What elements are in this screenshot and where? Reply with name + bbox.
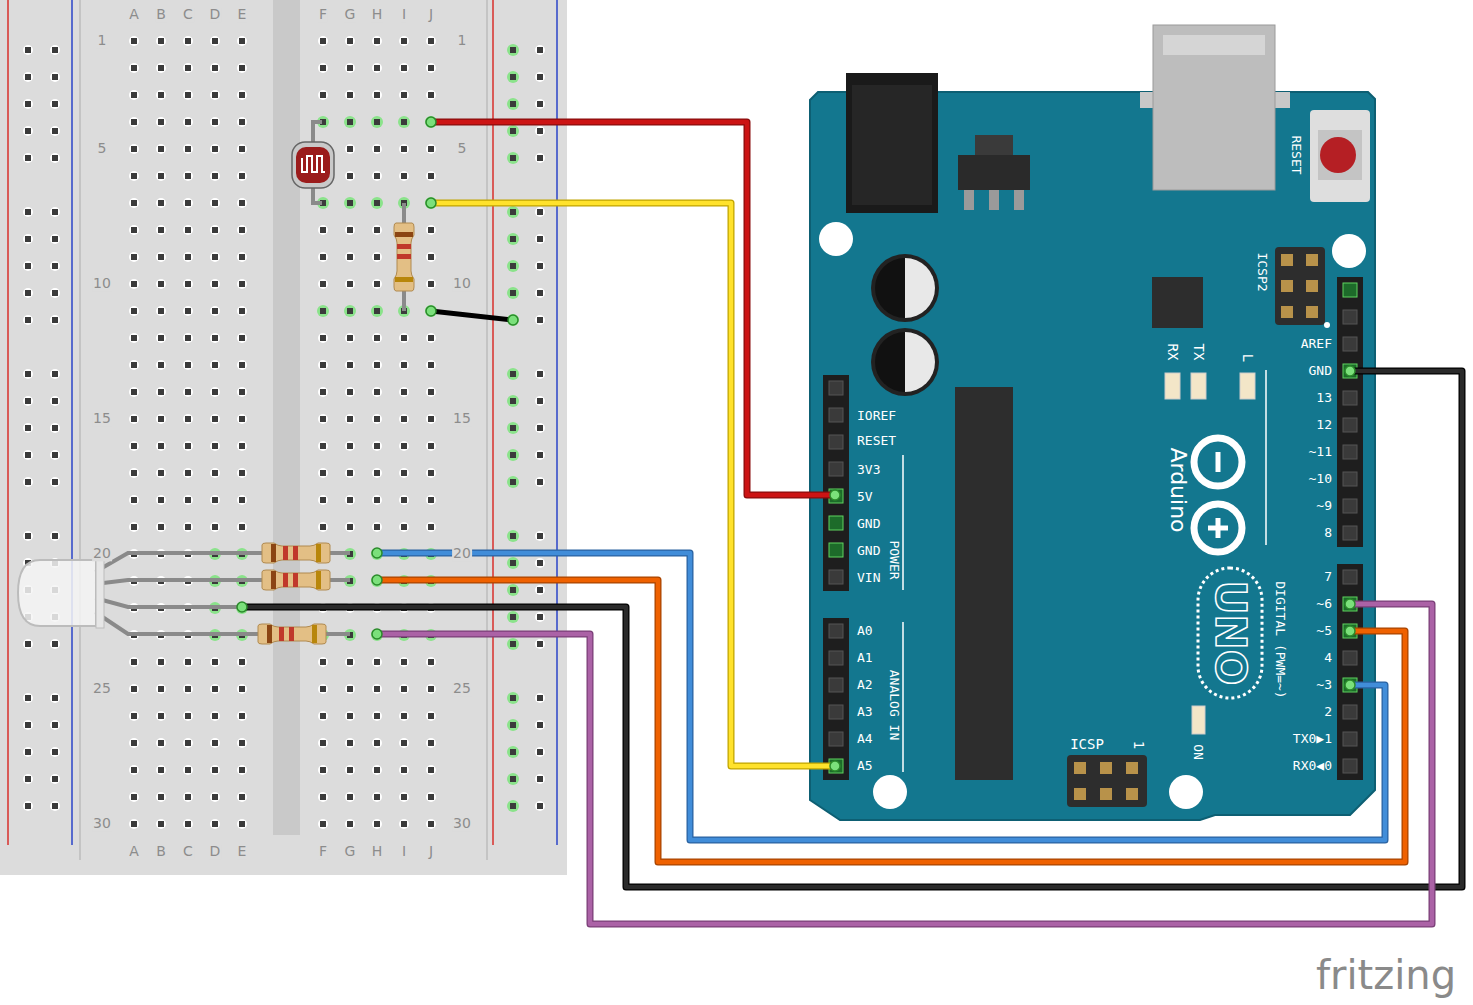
pin-label: GND xyxy=(1309,364,1332,378)
breadboard-label: I xyxy=(401,7,407,22)
breadboard-label: F xyxy=(318,7,328,22)
breadboard-label: B xyxy=(155,7,167,22)
breadboard-label: 30 xyxy=(92,816,112,831)
led-label: RX xyxy=(1164,344,1179,361)
breadboard-label: A xyxy=(128,844,140,859)
breadboard-label: E xyxy=(237,844,248,859)
breadboard-label: A xyxy=(128,7,140,22)
section-label: ANALOG IN xyxy=(887,670,901,740)
pin-label: A3 xyxy=(857,705,873,719)
breadboard-label: 15 xyxy=(92,411,112,426)
header-label: ICSP2 xyxy=(1255,252,1269,291)
breadboard-label: H xyxy=(371,7,384,22)
pin-label: RX0◀0 xyxy=(1293,759,1332,773)
breadboard-label: 15 xyxy=(452,411,472,426)
breadboard-label: I xyxy=(401,844,407,859)
led-label: ON xyxy=(1191,744,1205,760)
pin-label: A2 xyxy=(857,678,873,692)
breadboard-label: 10 xyxy=(452,276,472,291)
pin-label: GND xyxy=(857,544,880,558)
pin-label: ~10 xyxy=(1309,472,1332,486)
breadboard-label: D xyxy=(209,7,222,22)
breadboard-label: C xyxy=(182,844,194,859)
button-label: RESET xyxy=(1289,135,1303,174)
model-name: UNO xyxy=(1207,581,1253,686)
section-label: POWER xyxy=(887,540,901,579)
led-label: TX xyxy=(1190,344,1205,361)
breadboard-label: G xyxy=(344,7,357,22)
breadboard-label: J xyxy=(428,7,434,22)
header-label: ICSP xyxy=(1070,737,1104,752)
breadboard-label: J xyxy=(428,844,434,859)
led-label: L xyxy=(1239,354,1254,362)
breadboard-label: B xyxy=(155,844,167,859)
pin-label: 3V3 xyxy=(857,463,880,477)
pin-label: A1 xyxy=(857,651,873,665)
pin-label: VIN xyxy=(857,571,880,585)
breadboard-label: 1 xyxy=(97,33,108,48)
pin-label: A5 xyxy=(857,759,873,773)
pin-label: A4 xyxy=(857,732,873,746)
breadboard-label: 1 xyxy=(457,33,468,48)
breadboard-label: E xyxy=(237,7,248,22)
pin-label: AREF xyxy=(1301,337,1332,351)
pin-number: 1 xyxy=(1130,741,1145,749)
breadboard-label: 5 xyxy=(457,141,468,156)
pin-label: ~6 xyxy=(1316,597,1332,611)
pin-label: RESET xyxy=(857,434,896,448)
breadboard-label: 5 xyxy=(97,141,108,156)
pin-label: ~5 xyxy=(1316,624,1332,638)
pin-label: TX0▶1 xyxy=(1293,732,1332,746)
breadboard-label: G xyxy=(344,844,357,859)
pin-label: 13 xyxy=(1316,391,1332,405)
breadboard-label: H xyxy=(371,844,384,859)
pin-label: GND xyxy=(857,517,880,531)
pin-label: 7 xyxy=(1324,570,1332,584)
pin-label: 4 xyxy=(1324,651,1332,665)
pin-label: ~3 xyxy=(1316,678,1332,692)
breadboard-label: F xyxy=(318,844,328,859)
pin-label: ~11 xyxy=(1309,445,1332,459)
watermark: fritzing xyxy=(1316,953,1456,997)
breadboard-label: 10 xyxy=(92,276,112,291)
breadboard-label: D xyxy=(209,844,222,859)
pin-label: 5V xyxy=(857,490,873,504)
pin-label: A0 xyxy=(857,624,873,638)
breadboard-label: 25 xyxy=(92,681,112,696)
pin-label: 2 xyxy=(1324,705,1332,719)
section-label: DIGITAL (PWM=~) xyxy=(1273,581,1287,698)
breadboard-label: 20 xyxy=(452,546,472,561)
breadboard-label: 20 xyxy=(92,546,112,561)
breadboard-label: 30 xyxy=(452,816,472,831)
brand-name: Arduino xyxy=(1166,447,1190,532)
breadboard-label: 25 xyxy=(452,681,472,696)
pin-label: ~9 xyxy=(1316,499,1332,513)
breadboard-label: C xyxy=(182,7,194,22)
pin-label: 8 xyxy=(1324,526,1332,540)
pin-label: IOREF xyxy=(857,409,896,423)
pin-label: 12 xyxy=(1316,418,1332,432)
